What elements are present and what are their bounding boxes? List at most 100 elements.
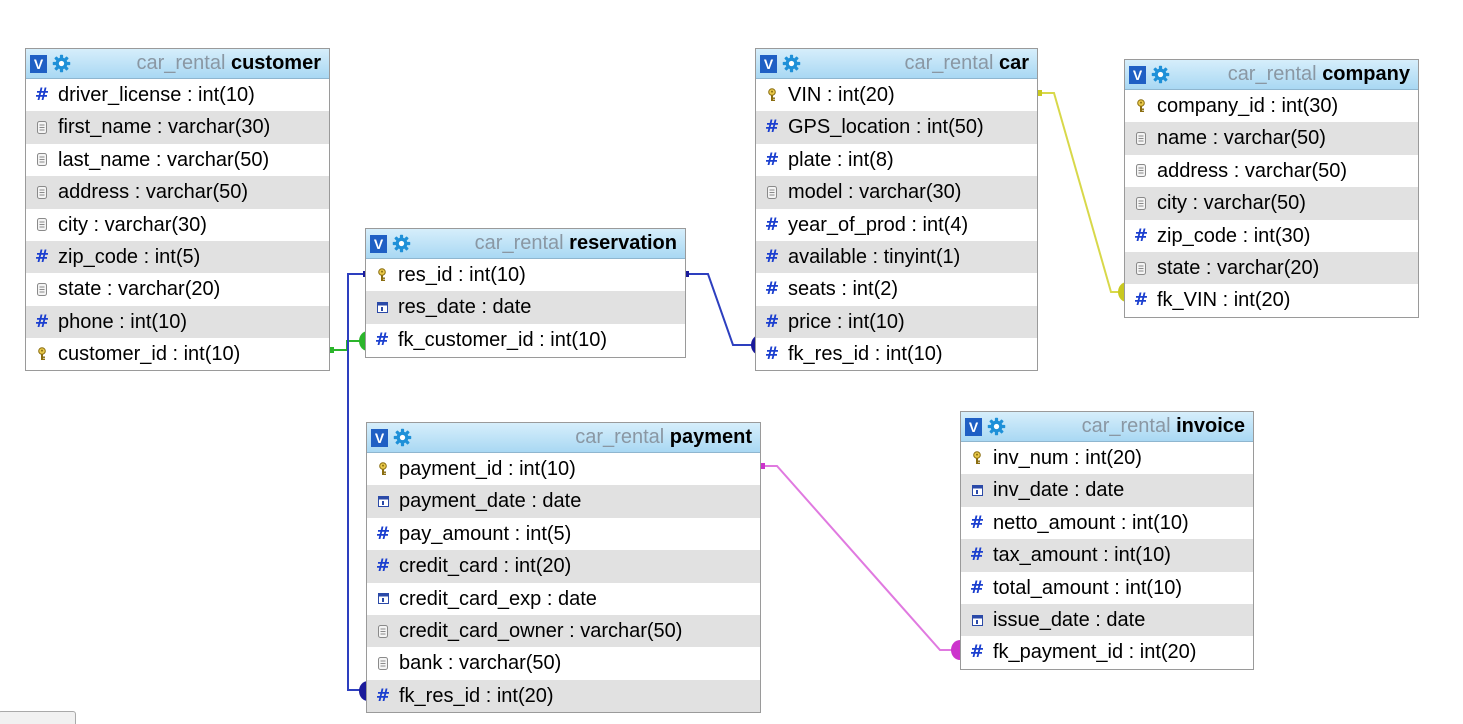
settings-icon[interactable]	[393, 428, 412, 447]
column-row[interactable]: name : varchar(50)	[1125, 122, 1418, 155]
column-row[interactable]: #fk_VIN : int(20)	[1125, 284, 1418, 316]
column-row[interactable]: VIN : int(20)	[756, 79, 1037, 111]
database-name: car_rental	[1081, 415, 1171, 437]
column-row[interactable]: #plate : int(8)	[756, 144, 1037, 176]
column-label: fk_VIN : int(20)	[1157, 289, 1291, 312]
date-icon	[971, 613, 983, 627]
column-row[interactable]: res_date : date	[366, 291, 685, 324]
column-label: phone : int(10)	[58, 310, 187, 333]
column-label: available : tinyint(1)	[788, 245, 961, 268]
relation-car-company[interactable]	[1037, 90, 1127, 302]
column-row[interactable]: last_name : varchar(50)	[26, 144, 329, 176]
column-row[interactable]: payment_id : int(10)	[367, 453, 760, 485]
column-row[interactable]: city : varchar(50)	[1125, 187, 1418, 220]
column-row[interactable]: #zip_code : int(5)	[26, 240, 329, 274]
column-row[interactable]: state : varchar(20)	[1125, 251, 1418, 285]
column-label: address : varchar(50)	[1157, 159, 1348, 182]
column-row[interactable]: customer_id : int(10)	[26, 338, 329, 370]
column-row[interactable]: address : varchar(50)	[26, 176, 329, 209]
key-icon	[377, 462, 389, 476]
column-label: GPS_location : int(50)	[788, 116, 984, 139]
column-label: state : varchar(20)	[1157, 256, 1320, 279]
column-row[interactable]: #netto_amount : int(10)	[961, 507, 1253, 539]
column-row[interactable]: city : varchar(30)	[26, 209, 329, 241]
column-label: total_amount : int(10)	[993, 576, 1182, 599]
column-row[interactable]: #zip_code : int(30)	[1125, 220, 1418, 252]
settings-icon[interactable]	[987, 417, 1006, 436]
relation-reservation-car[interactable]	[684, 271, 760, 355]
database-name: car_rental	[1227, 63, 1317, 85]
hash-icon: #	[764, 344, 780, 365]
column-row[interactable]: inv_num : int(20)	[961, 442, 1253, 474]
hash-icon: #	[1133, 225, 1149, 246]
column-row[interactable]: address : varchar(50)	[1125, 155, 1418, 187]
column-row[interactable]: bank : varchar(50)	[367, 647, 760, 679]
toggle-columns-button[interactable]: V	[370, 234, 387, 253]
column-row[interactable]: res_id : int(10)	[366, 259, 685, 291]
toggle-columns-button[interactable]: V	[371, 428, 388, 447]
column-row[interactable]: #pay_amount : int(5)	[367, 518, 760, 550]
column-row[interactable]: #credit_card : int(20)	[367, 550, 760, 583]
column-row[interactable]: first_name : varchar(30)	[26, 111, 329, 144]
column-row[interactable]: #fk_res_id : int(20)	[367, 679, 760, 713]
column-row[interactable]: #phone : int(10)	[26, 305, 329, 339]
hash-icon: #	[375, 685, 391, 706]
column-row[interactable]: #seats : int(2)	[756, 273, 1037, 305]
column-label: city : varchar(30)	[58, 213, 207, 236]
column-row[interactable]: #fk_payment_id : int(20)	[961, 636, 1253, 668]
settings-icon[interactable]	[782, 54, 801, 73]
column-row[interactable]: #price : int(10)	[756, 305, 1037, 339]
table-title: car_rental invoice	[1006, 415, 1249, 438]
toggle-columns-button[interactable]: V	[1129, 65, 1146, 84]
date-icon	[377, 592, 389, 606]
relation-customer-reservation[interactable]	[329, 331, 368, 353]
column-row[interactable]: #fk_res_id : int(10)	[756, 338, 1037, 370]
column-row[interactable]: credit_card_exp : date	[367, 583, 760, 615]
relation-payment-invoice[interactable]	[760, 463, 960, 660]
column-row[interactable]: #available : tinyint(1)	[756, 240, 1037, 274]
settings-icon[interactable]	[1151, 65, 1170, 84]
table-title: car_rental customer	[71, 52, 325, 75]
column-row[interactable]: #driver_license : int(10)	[26, 79, 329, 111]
text-icon	[36, 121, 48, 135]
column-row[interactable]: # GPS_location : int(50)	[756, 111, 1037, 144]
column-label: driver_license : int(10)	[58, 84, 255, 106]
text-icon	[377, 657, 389, 671]
column-row[interactable]: #year_of_prod : int(4)	[756, 209, 1037, 241]
column-row[interactable]: #total_amount : int(10)	[961, 572, 1253, 604]
toggle-columns-button[interactable]: V	[760, 54, 777, 73]
column-label: plate : int(8)	[788, 148, 894, 171]
column-row[interactable]: inv_date : date	[961, 474, 1253, 507]
hash-icon: #	[764, 117, 780, 138]
column-label: seats : int(2)	[788, 278, 899, 301]
page-tab[interactable]	[0, 711, 76, 724]
column-row[interactable]: #fk_customer_id : int(10)	[366, 324, 685, 356]
settings-icon[interactable]	[52, 54, 71, 73]
column-row[interactable]: issue_date : date	[961, 603, 1253, 637]
toggle-columns-button[interactable]: V	[30, 54, 47, 73]
column-row[interactable]: company_id : int(30)	[1125, 90, 1418, 122]
table-name: invoice	[1176, 415, 1245, 437]
settings-icon[interactable]	[392, 234, 411, 253]
database-name: car_rental	[474, 232, 564, 254]
column-row[interactable]: credit_card_owner : varchar(50)	[367, 614, 760, 648]
column-row[interactable]: payment_date : date	[367, 485, 760, 518]
column-row[interactable]: state : varchar(20)	[26, 273, 329, 305]
toggle-columns-button[interactable]: V	[965, 417, 982, 436]
column-row[interactable]: #tax_amount : int(10)	[961, 539, 1253, 572]
text-icon	[1135, 132, 1147, 146]
column-row[interactable]: model : varchar(30)	[756, 176, 1037, 209]
